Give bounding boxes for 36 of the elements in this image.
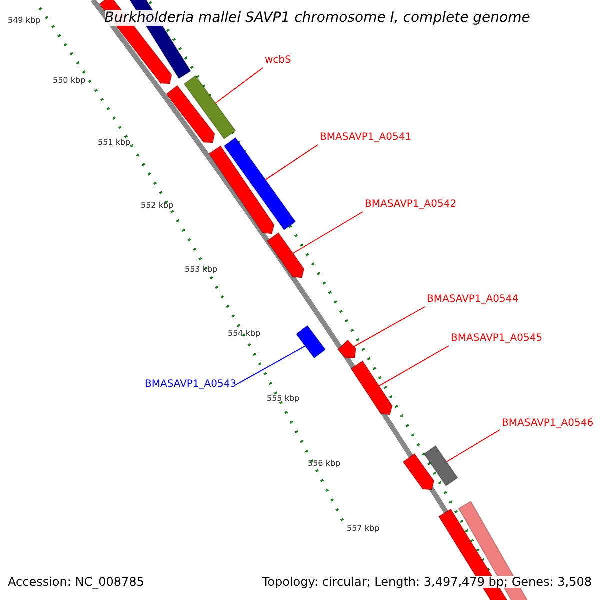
gene-feature bbox=[224, 137, 296, 231]
leader-line bbox=[292, 212, 364, 254]
tick-label: 550 kbp bbox=[53, 77, 86, 85]
gene-label: BMASAVP1_A0545 bbox=[451, 334, 543, 344]
tick-label: 554 kbp bbox=[228, 330, 261, 338]
tick-label: 553 kbp bbox=[185, 266, 218, 274]
gene-feature bbox=[184, 75, 236, 140]
tick-label: 551 kbp bbox=[98, 139, 131, 147]
tick-label: 555 kbp bbox=[267, 395, 300, 403]
gene-feature bbox=[266, 232, 305, 279]
leader-line bbox=[236, 346, 306, 386]
topology-text: Topology: circular; Length: 3,497,479 bp; Genes: 3,508 bbox=[262, 576, 592, 588]
gene-feature bbox=[424, 445, 458, 487]
leader-line bbox=[378, 346, 450, 387]
leader-line bbox=[354, 306, 426, 348]
gene-feature bbox=[296, 325, 326, 359]
gene-feature bbox=[402, 453, 435, 491]
leader-line bbox=[446, 430, 500, 462]
gene-feature bbox=[208, 145, 275, 235]
tick-label: 556 kbp bbox=[308, 460, 341, 468]
gene-label: wcbS bbox=[265, 56, 292, 66]
gene-label: BMASAVP1_A0542 bbox=[365, 200, 457, 210]
gene-feature bbox=[337, 340, 357, 359]
accession-text: Accession: NC_008785 bbox=[8, 576, 144, 588]
tick-label: 557 kbp bbox=[347, 525, 380, 533]
gene-label: BMASAVP1_A0543 bbox=[145, 380, 237, 390]
gene-label: BMASAVP1_A0546 bbox=[502, 419, 594, 429]
gene-label: BMASAVP1_A0541 bbox=[320, 133, 412, 143]
leader-line bbox=[265, 144, 318, 180]
title: Burkholderia mallei SAVP1 chromosome I, complete genome bbox=[104, 10, 530, 26]
gene-label: BMASAVP1_A0544 bbox=[427, 295, 519, 305]
gene-feature bbox=[350, 360, 394, 416]
tick-label: 552 kbp bbox=[141, 202, 174, 210]
gene-feature bbox=[166, 85, 216, 144]
tick-label: 549 kbp bbox=[8, 17, 41, 25]
leader-line bbox=[215, 68, 264, 104]
